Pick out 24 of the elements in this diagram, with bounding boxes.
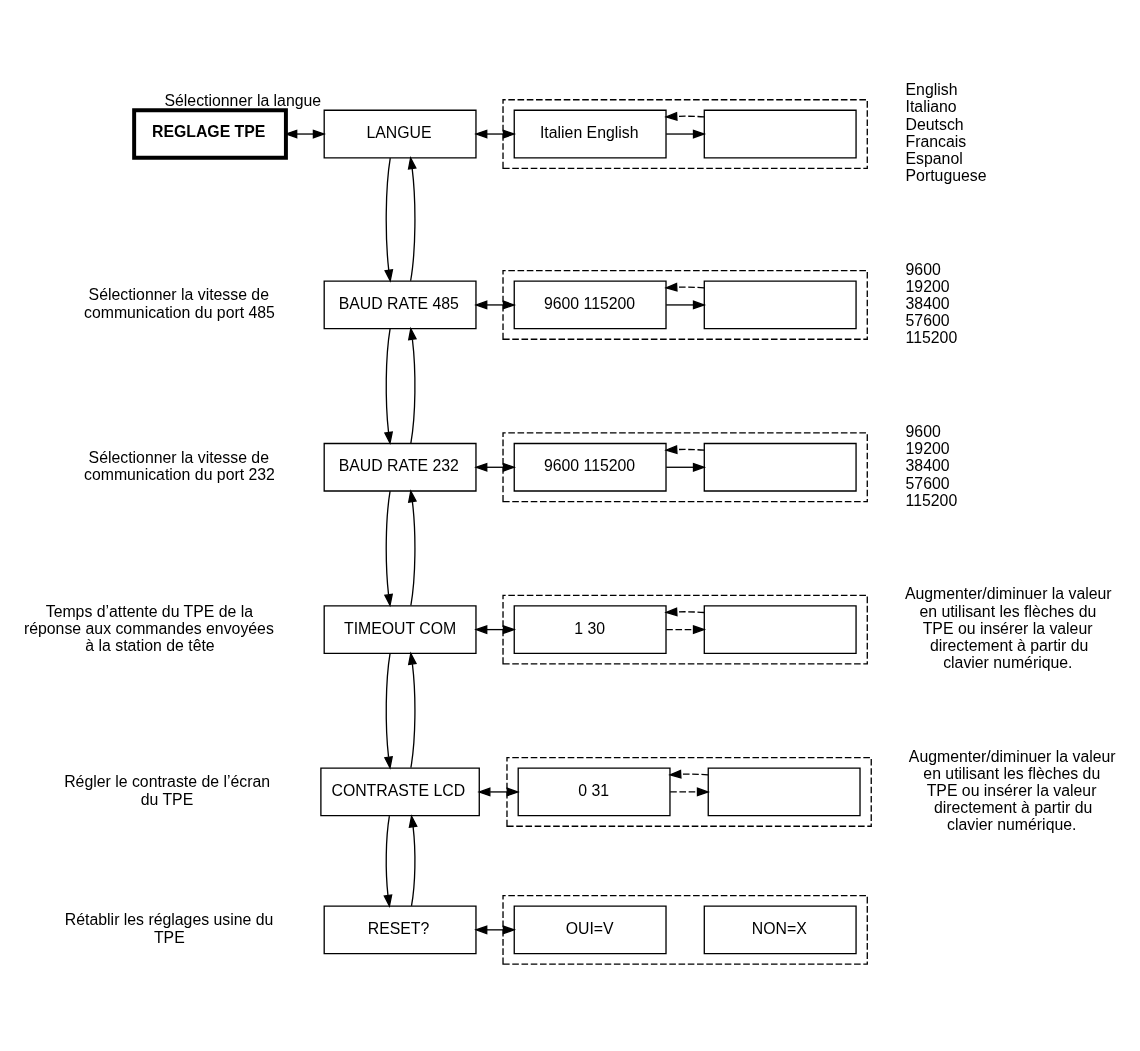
node-label: 57600	[905, 474, 950, 492]
node-label: Temps d’attente du TPE de la réponse aux commandes envoyées à la station de tête	[23, 602, 274, 654]
node-label: Augmenter/diminuer la valeur en utilisant les flèches du TPE ou insérer la valeur directement à partir du clavier numérique.	[908, 747, 1116, 833]
node-label: 115200	[905, 491, 958, 509]
node-label: English	[905, 80, 958, 98]
node-label: 9600	[905, 260, 941, 278]
node-label: Régler le contraste de l’écran du TPE	[64, 772, 271, 808]
node-label: Sélectionner la langue	[164, 91, 322, 109]
node-label: Sélectionner la vitesse de communication du port 485	[84, 285, 275, 321]
node-label: 9600	[905, 422, 941, 440]
node-label: Augmenter/diminuer la valeur en utilisant les flèches du TPE ou insérer la valeur directement à partir du clavier numérique.	[904, 584, 1112, 671]
node-label: Espanol	[905, 149, 963, 167]
node-label: 19200	[905, 439, 950, 457]
node-label: Rétablir les réglages usine du TPE	[64, 910, 274, 946]
node-label: Francais	[905, 132, 967, 150]
node-label: 57600	[905, 311, 950, 329]
node-label: 38400	[905, 456, 950, 474]
node-label: 115200	[905, 328, 958, 346]
node-label: Italiano	[905, 97, 957, 115]
node-label: 38400	[905, 294, 950, 312]
node-label: Portuguese	[905, 166, 987, 184]
node-label: Deutsch	[905, 115, 964, 133]
node-label: Sélectionner la vitesse de communication du port 232	[84, 448, 275, 483]
node-label: 19200	[905, 277, 950, 295]
